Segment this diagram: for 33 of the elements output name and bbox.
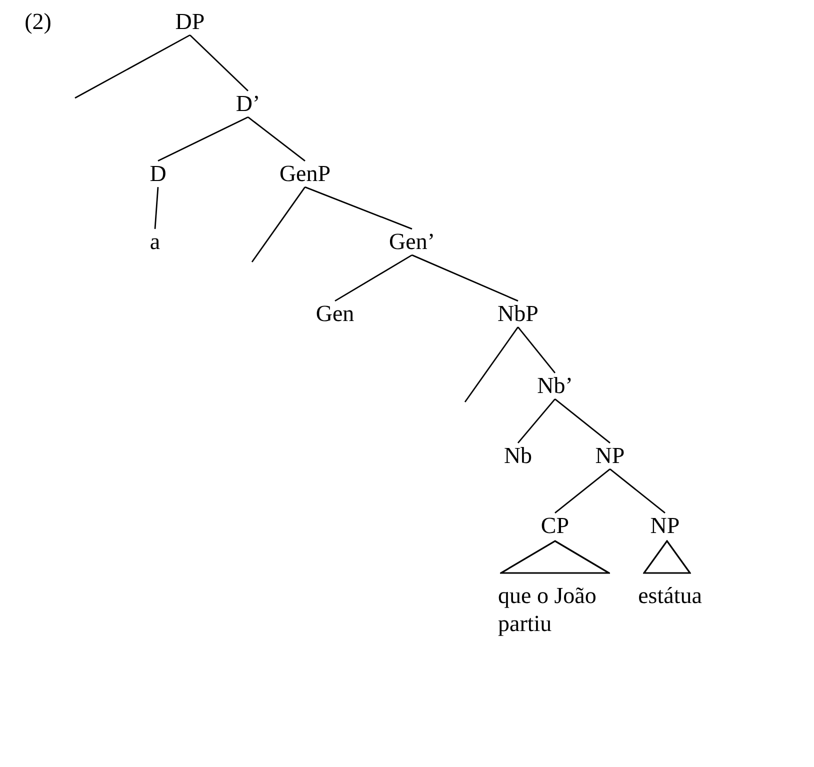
tree-branch (251, 186, 306, 262)
tree-node-label: D (150, 162, 166, 186)
tree-node-label: a (150, 230, 160, 254)
tree-node-label: NbP (498, 302, 538, 326)
tree-branch (554, 468, 610, 514)
tree-branch (610, 468, 666, 514)
example-number: (2) (24, 10, 52, 34)
tree-node-label: Nb’ (537, 374, 573, 398)
tree-node-label: estátua (638, 584, 702, 608)
tree-branch (464, 326, 519, 402)
tree-branch (158, 116, 248, 162)
tree-node-label: Gen (316, 302, 354, 326)
triangle-shape (643, 540, 691, 574)
tree-branch (412, 254, 518, 302)
tree-node-label: Nb (504, 444, 532, 468)
tree-branch (554, 398, 610, 444)
tree-node-label: Gen’ (389, 230, 435, 254)
triangle-shape (500, 540, 610, 574)
tree-node-label: GenP (279, 162, 331, 186)
tree-node-label: que o João partiu (498, 582, 613, 638)
tree-node-label: D’ (236, 92, 260, 116)
tree-branch (334, 254, 412, 302)
tree-branch (517, 398, 556, 444)
tree-branch (154, 187, 159, 229)
tree-node-label: DP (175, 10, 205, 34)
tree-branch (74, 34, 190, 99)
tree-branch (304, 186, 412, 230)
tree-branch (248, 116, 306, 162)
tree-branch (190, 34, 248, 92)
tree-node-label: NP (650, 514, 680, 538)
tree-branch (517, 326, 556, 374)
tree-node-label: NP (595, 444, 625, 468)
tree-node-label: CP (540, 514, 570, 538)
